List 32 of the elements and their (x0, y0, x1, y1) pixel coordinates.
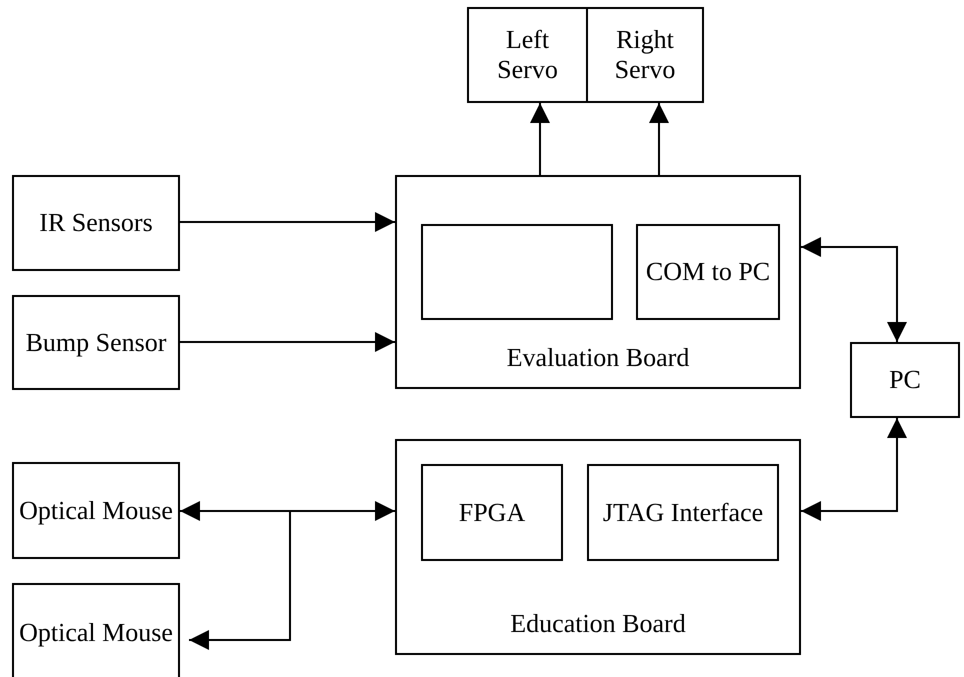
board-label: Evaluation Board (506, 343, 690, 373)
box-label: PC (888, 365, 922, 395)
block-box (12, 295, 180, 390)
box-label: Optical Mouse (18, 618, 174, 648)
block-box (12, 462, 180, 559)
box-shape (421, 224, 613, 320)
box-label: Bump Sensor (24, 328, 168, 358)
arrow (180, 501, 395, 521)
arrow (801, 237, 907, 342)
arrow (530, 103, 550, 175)
block-box (12, 583, 180, 677)
box-label: Left Servo (496, 25, 559, 85)
board-box (395, 439, 801, 655)
block-box (12, 175, 180, 271)
arrow (801, 418, 907, 521)
block-box (636, 224, 780, 320)
board-label: Education Board (509, 609, 687, 639)
box-label: Right Servo (614, 25, 676, 85)
box-label: COM to PC (644, 257, 772, 287)
block-box (467, 7, 588, 103)
box-label: IR Sensors (38, 208, 154, 238)
block-box (587, 464, 779, 561)
arrow (180, 332, 395, 352)
block-box (850, 342, 960, 418)
box-label: FPGA (458, 498, 526, 528)
block-box (421, 464, 563, 561)
block-box (586, 7, 704, 103)
arrow (180, 212, 395, 232)
arrow (649, 103, 669, 175)
box-label: Optical Mouse (18, 496, 174, 526)
board-box (395, 175, 801, 389)
box-label: JTAG Interface (602, 498, 764, 528)
